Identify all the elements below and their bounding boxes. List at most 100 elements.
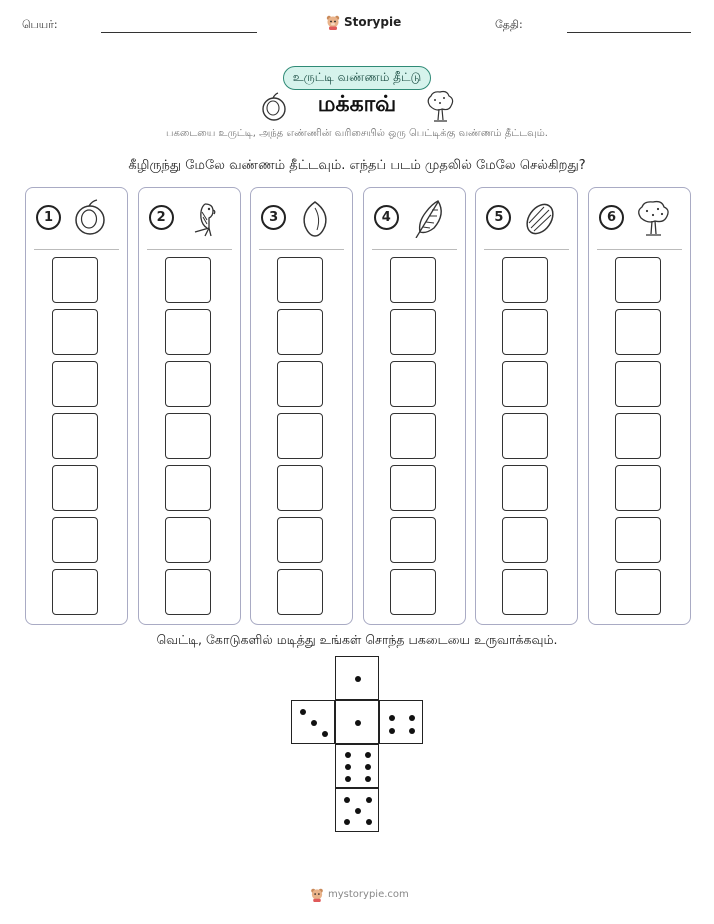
feather-icon bbox=[408, 198, 448, 239]
activity-badge: உருட்டி வண்ணம் தீட்டு bbox=[282, 66, 432, 90]
color-box[interactable] bbox=[502, 569, 549, 615]
dice-pip bbox=[366, 797, 372, 803]
column-divider bbox=[597, 249, 682, 250]
dice-pip bbox=[364, 751, 371, 758]
color-box[interactable] bbox=[389, 257, 436, 303]
color-box[interactable] bbox=[52, 569, 98, 615]
color-box[interactable] bbox=[164, 413, 211, 459]
color-box[interactable] bbox=[502, 517, 549, 563]
tree-icon bbox=[422, 88, 458, 124]
column-divider bbox=[371, 249, 457, 250]
dice-pip bbox=[364, 764, 371, 770]
color-box[interactable] bbox=[615, 413, 661, 459]
dice-pip bbox=[311, 720, 317, 726]
footer-url[interactable]: mystorypie.com bbox=[328, 889, 409, 900]
date-label: தேதி: bbox=[495, 18, 523, 31]
dice-pip bbox=[300, 709, 306, 715]
dice-face-1 bbox=[335, 656, 379, 700]
dice-pip bbox=[408, 714, 415, 721]
color-box[interactable] bbox=[389, 309, 436, 355]
dice-face-6 bbox=[335, 744, 379, 788]
question: கீழிருந்து மேலே வண்ணம் தீட்டவும். எந்தப்… bbox=[128, 158, 586, 173]
color-box[interactable] bbox=[502, 413, 549, 459]
dice-instruction: வெட்டி, கோடுகளில் மடித்து உங்கள் சொந்த ப… bbox=[156, 632, 558, 647]
color-box[interactable] bbox=[277, 465, 324, 511]
color-box[interactable] bbox=[52, 413, 98, 459]
column-4: 4 bbox=[362, 187, 466, 625]
color-box[interactable] bbox=[615, 517, 661, 563]
bear-icon bbox=[326, 15, 340, 30]
color-box[interactable] bbox=[389, 517, 436, 563]
color-box[interactable] bbox=[52, 517, 98, 563]
color-box[interactable] bbox=[615, 257, 661, 303]
plum-icon bbox=[258, 91, 290, 123]
subtitle: பகடையை உருட்டி, அந்த எண்ணின் வரிசையில் ஒ… bbox=[166, 128, 548, 139]
column-divider bbox=[484, 249, 570, 250]
footer: mystorypie.com bbox=[310, 887, 409, 902]
color-box[interactable] bbox=[277, 309, 324, 355]
column-number: 5 bbox=[486, 205, 512, 230]
page-title: மக்காவ் bbox=[317, 92, 397, 117]
column-divider bbox=[34, 249, 119, 250]
color-box[interactable] bbox=[502, 361, 549, 407]
color-box[interactable] bbox=[164, 517, 211, 563]
color-box[interactable] bbox=[615, 361, 661, 407]
column-number: 4 bbox=[373, 205, 399, 230]
color-box[interactable] bbox=[164, 257, 211, 303]
color-box[interactable] bbox=[389, 361, 436, 407]
color-box[interactable] bbox=[615, 309, 661, 355]
dice-pip bbox=[344, 819, 350, 825]
color-box[interactable] bbox=[277, 569, 324, 615]
dice-pip bbox=[345, 776, 352, 783]
name-line[interactable] bbox=[101, 32, 257, 33]
column-5: 5 bbox=[475, 187, 579, 625]
dice-pip bbox=[345, 751, 352, 758]
name-label: பெயர்: bbox=[22, 18, 58, 31]
color-box[interactable] bbox=[52, 257, 98, 303]
color-box[interactable] bbox=[277, 257, 324, 303]
dice-face-5 bbox=[335, 788, 379, 832]
color-box[interactable] bbox=[389, 413, 436, 459]
color-box[interactable] bbox=[502, 465, 549, 511]
dice-pip bbox=[322, 731, 328, 737]
brand-name: Storypie bbox=[344, 15, 402, 29]
color-box[interactable] bbox=[164, 569, 211, 615]
dice-pip bbox=[344, 797, 350, 803]
color-box[interactable] bbox=[502, 257, 549, 303]
dice-pip bbox=[355, 676, 361, 682]
color-box[interactable] bbox=[164, 465, 211, 511]
nut-icon bbox=[520, 198, 560, 238]
dice-pip bbox=[408, 727, 415, 734]
color-box[interactable] bbox=[502, 309, 549, 355]
tree-icon bbox=[633, 198, 673, 238]
color-box[interactable] bbox=[277, 517, 324, 563]
plum-icon bbox=[70, 198, 110, 238]
color-box[interactable] bbox=[52, 361, 98, 407]
color-box[interactable] bbox=[52, 465, 98, 511]
dice-pip bbox=[355, 808, 361, 814]
seed-icon bbox=[295, 198, 335, 238]
color-box[interactable] bbox=[615, 465, 661, 511]
bear-icon bbox=[311, 888, 323, 902]
dice-pip bbox=[345, 764, 352, 770]
column-6: 6 bbox=[588, 187, 691, 625]
column-number: 1 bbox=[36, 205, 61, 230]
color-box[interactable] bbox=[277, 413, 324, 459]
color-box[interactable] bbox=[389, 465, 436, 511]
column-divider bbox=[259, 249, 345, 250]
column-number: 2 bbox=[148, 205, 174, 230]
badge-row: உருட்டி வண்ணம் தீட்டு bbox=[0, 66, 714, 90]
color-box[interactable] bbox=[615, 569, 661, 615]
dice-pip bbox=[366, 819, 372, 825]
date-line[interactable] bbox=[567, 32, 691, 33]
column-number: 6 bbox=[599, 205, 624, 230]
dice-pip bbox=[389, 727, 396, 734]
color-box[interactable] bbox=[52, 309, 98, 355]
color-box[interactable] bbox=[389, 569, 436, 615]
column-1: 1 bbox=[25, 187, 128, 625]
color-box[interactable] bbox=[164, 309, 211, 355]
color-box[interactable] bbox=[164, 361, 211, 407]
column-2: 2 bbox=[137, 187, 241, 625]
color-box[interactable] bbox=[277, 361, 324, 407]
dice-face-4 bbox=[379, 700, 423, 744]
